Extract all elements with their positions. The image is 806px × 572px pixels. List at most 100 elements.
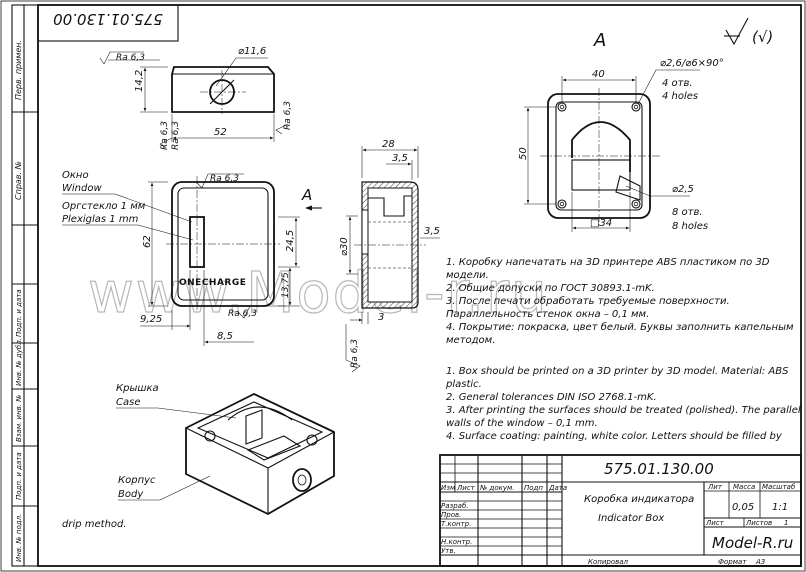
title-number: 575.01.130.00 bbox=[604, 460, 714, 478]
note-ru-2: модели. bbox=[446, 270, 489, 281]
listov-label: Листов bbox=[745, 519, 772, 527]
strip-podp-data-2: Подп. и дата bbox=[15, 452, 23, 500]
title-block: Изм Лист № докум. Подп Дата Разраб. Пров… bbox=[439, 454, 802, 567]
view-a-title: A bbox=[593, 30, 606, 51]
watermark-text: www.Model-r.ru bbox=[88, 261, 549, 326]
dim-9-25: 9,25 bbox=[140, 314, 162, 325]
format-value: А3 bbox=[755, 558, 765, 566]
col-doc: № докум. bbox=[479, 484, 515, 492]
drip-method: drip method. bbox=[62, 519, 127, 530]
note-en-5: walls of the window – 0,1 mm. bbox=[446, 418, 598, 429]
label-window-en: Window bbox=[62, 183, 102, 194]
dim-3-5-top: 3,5 bbox=[392, 153, 408, 164]
body-ru: Корпус bbox=[118, 475, 156, 486]
dim-dia-30: ⌀30 bbox=[339, 237, 350, 256]
col-list: Лист bbox=[456, 484, 476, 492]
strip-perv-primen: Перв. примен. bbox=[14, 40, 23, 100]
front-arrow-a: A bbox=[301, 186, 312, 204]
logo-onecharge: ONECHARGE bbox=[179, 278, 246, 288]
dim-13-75: 13,75 bbox=[281, 272, 291, 298]
note-en-2: plastic. bbox=[445, 379, 482, 390]
strip-podp-data-1: Подп. и дата bbox=[15, 289, 23, 337]
row-prov: Пров. bbox=[441, 511, 461, 519]
note-en-3: 2. General tolerances DIN ISO 2768.1-mK. bbox=[446, 392, 657, 403]
ra-right: Ra 6,3 bbox=[283, 101, 293, 130]
ra-top-left: Ra 6,3 bbox=[116, 53, 145, 63]
holes8-en: 8 holes bbox=[672, 221, 708, 232]
dim-62: 62 bbox=[142, 235, 153, 248]
dim-8-5: 8,5 bbox=[217, 331, 233, 342]
side-strip: Перв. примен. Справ. № Подп. и дата Инв.… bbox=[11, 4, 39, 567]
body-en: Body bbox=[118, 489, 144, 500]
row-nkontr: Н.контр. bbox=[441, 538, 472, 546]
title-name-ru: Коробка индикатора bbox=[584, 493, 694, 505]
h-masshtab: Масштаб bbox=[762, 483, 796, 491]
number-stamp: 575.01.130.00 bbox=[37, 4, 179, 42]
note-en-6: 4. Surface coating: painting, white colo… bbox=[446, 431, 783, 442]
h-lit: Лит bbox=[707, 483, 723, 491]
col-data: Дата bbox=[548, 484, 567, 492]
strip-inv-dubl: Инв. № дубл. bbox=[15, 338, 23, 386]
dim-3-5-right: 3,5 bbox=[424, 226, 440, 237]
strip-sprav-no: Справ. № bbox=[14, 161, 23, 200]
section-ra-bottom: Ra 6,3 bbox=[350, 339, 360, 368]
label-glass-ru: Оргстекло 1 мм bbox=[62, 201, 146, 212]
svg-text:575.01.130.00: 575.01.130.00 bbox=[53, 10, 163, 28]
dim-52: 52 bbox=[214, 127, 227, 138]
cover-en: Case bbox=[116, 397, 140, 408]
format-label: Формат bbox=[718, 558, 747, 566]
row-utv: Утв. bbox=[441, 547, 456, 555]
kopiroval: Копировал bbox=[588, 558, 629, 566]
note-ru-4: 3. После печати обработать требуемые пов… bbox=[446, 295, 730, 307]
note-ru-6: 4. Покрытие: покраска, цвет белый. Буквы… bbox=[446, 321, 794, 333]
dim-28: 28 bbox=[382, 139, 395, 150]
note-ru-7: методом. bbox=[446, 335, 495, 346]
h-massa: Масса bbox=[733, 483, 755, 491]
section-view: 28 3,5 ⌀30 3,5 3 Ra 6,3 bbox=[339, 139, 440, 373]
col-podp: Подп bbox=[524, 484, 543, 492]
masshtab-value: 1:1 bbox=[772, 502, 788, 513]
title-name-en: Indicator Box bbox=[598, 513, 664, 524]
dim-50: 50 bbox=[518, 147, 529, 160]
label-glass-en: Plexiglas 1 mm bbox=[62, 214, 139, 225]
top-view: 52 14,2 ⌀11,6 Ra 6,3 Ra 6,3 Ra 6,3 Ra 6,… bbox=[99, 46, 293, 150]
view-a: A 40 50 □34 ⌀2,6/⌀6×90° 4 отв. bbox=[518, 17, 773, 232]
col-izm: Изм bbox=[441, 484, 456, 492]
label-window-ru: Окно bbox=[62, 170, 89, 181]
dim-40: 40 bbox=[592, 69, 605, 80]
holes8-ru: 8 отв. bbox=[672, 207, 703, 218]
note-en-4: 3. After printing the surfaces should be… bbox=[446, 405, 801, 416]
note-ru-3: 2. Общие допуски по ГОСТ 30893.1-mK. bbox=[446, 282, 655, 294]
note-ru-1: 1. Коробку напечатать на 3D принтере ABS… bbox=[446, 256, 770, 268]
holes-ru: 4 отв. bbox=[662, 78, 693, 89]
surface-symbol-label: (√) bbox=[752, 28, 773, 46]
dim-sq-34: □34 bbox=[590, 218, 612, 229]
dim-hole-11-6: ⌀11,6 bbox=[238, 46, 266, 57]
note-en-1: 1. Box should be printed on a 3D printer… bbox=[446, 366, 789, 377]
dim-14-2: 14,2 bbox=[134, 70, 145, 92]
listov-value: 1 bbox=[784, 519, 788, 527]
ra-bottom-left: Ra 6,3 bbox=[171, 121, 181, 150]
note-ru-5: Параллельность стенок окна – 0,1 мм. bbox=[446, 309, 649, 320]
massa-value: 0,05 bbox=[732, 502, 754, 513]
strip-inv-podl: Инв. № подл. bbox=[15, 514, 23, 562]
front-ra-bottom: Ra 6,3 bbox=[228, 309, 257, 319]
cover-ru: Крышка bbox=[116, 383, 159, 394]
list-label: Лист bbox=[705, 519, 725, 527]
hole-spec: ⌀2,6/⌀6×90° bbox=[660, 58, 724, 69]
dia-2-5: ⌀2,5 bbox=[672, 184, 694, 195]
strip-vzam-inv: Взам. инв. № bbox=[15, 394, 23, 442]
front-ra-top: Ra 6,3 bbox=[210, 174, 239, 184]
ra-left: Ra 6,3 bbox=[160, 121, 170, 150]
row-tkontr: Т.контр. bbox=[441, 520, 471, 528]
iso-view: Крышка Case Корпус Body drip method. bbox=[62, 383, 335, 530]
holes-en: 4 holes bbox=[662, 91, 698, 102]
dim-3: 3 bbox=[378, 312, 384, 323]
notes: 1. Коробку напечатать на 3D принтере ABS… bbox=[445, 256, 801, 442]
company-name: Model-R.ru bbox=[712, 534, 793, 552]
dim-24-5: 24,5 bbox=[285, 230, 296, 252]
front-view: ONECHARGE Окно Window Оргстекло 1 мм Ple… bbox=[62, 170, 322, 346]
row-razrab: Разраб. bbox=[441, 502, 469, 510]
